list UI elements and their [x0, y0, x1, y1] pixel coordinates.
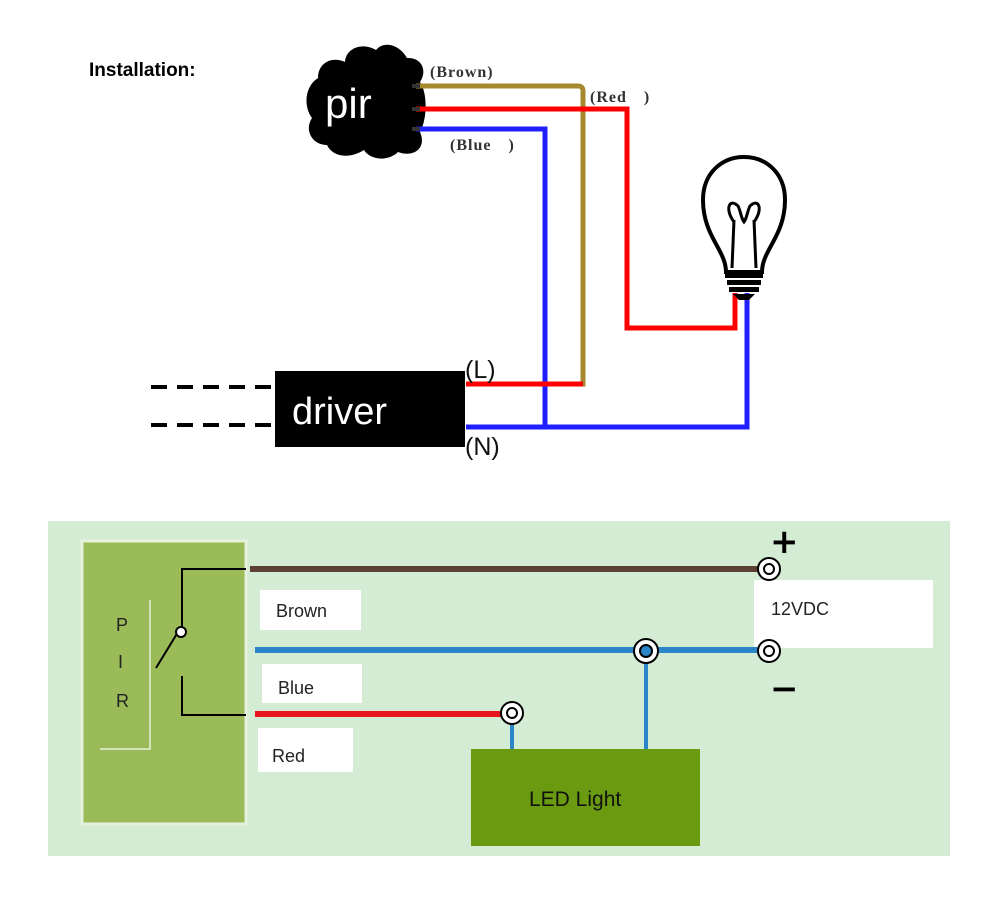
- terminal-n-label: (N): [465, 433, 500, 461]
- driver: driver: [275, 371, 465, 447]
- pir-sensor-body: [306, 44, 426, 159]
- red-label: Red: [272, 746, 305, 766]
- light-bulb-icon: [700, 154, 788, 300]
- terminal-red-junction: [500, 701, 524, 725]
- pir-sensor-label: pir: [325, 80, 372, 127]
- supply-voltage: 12VDC: [771, 599, 829, 619]
- top-wires: [412, 83, 750, 430]
- supply-box: [754, 580, 933, 648]
- driver-box: [275, 371, 465, 447]
- brown-label: Brown: [276, 601, 327, 621]
- terminal-plus: [757, 557, 781, 581]
- terminal-l-label: (L): [465, 356, 496, 384]
- terminal-minus: [757, 639, 781, 663]
- pir-module-inner-line: [100, 600, 151, 750]
- blue-wire: [416, 126, 750, 430]
- installation-title: Installation:: [89, 60, 196, 81]
- driver-label: driver: [292, 391, 387, 433]
- terminal-blue-junction: [633, 638, 659, 664]
- blue-label-box: [262, 664, 362, 703]
- switch-pivot: [175, 626, 187, 638]
- pir-module-box: [80, 539, 248, 826]
- brown-wire-label: (Brown): [430, 64, 494, 81]
- pir-letter-i: I: [118, 652, 123, 672]
- red-wire: [416, 106, 738, 331]
- led-light-box: [471, 749, 700, 846]
- pir-letter-r: R: [116, 691, 129, 711]
- blue-label: Blue: [278, 678, 314, 698]
- brown-wire: [416, 83, 586, 387]
- pir-letter-p: P: [116, 615, 128, 635]
- plus-sign: +: [770, 522, 799, 562]
- switch-symbol: [155, 568, 246, 716]
- brown-label-box: [260, 590, 361, 630]
- pir-module: P I R: [80, 539, 248, 826]
- red-label-box: [258, 728, 353, 772]
- led-light-label: LED Light: [529, 788, 621, 811]
- blue-wire-label: (Blue ): [450, 137, 515, 154]
- red-wire-label: (Red ): [590, 89, 650, 106]
- minus-sign: −: [770, 669, 799, 709]
- pir-sensor: pir: [306, 44, 426, 159]
